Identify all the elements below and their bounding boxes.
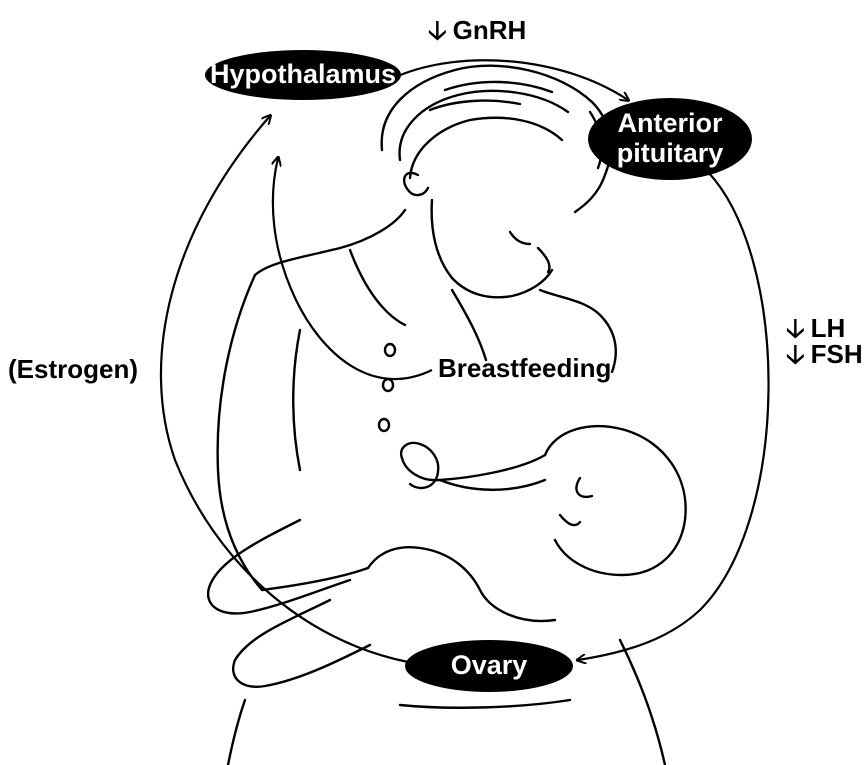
arrow-lh-fsh [578,172,769,660]
baby-head [545,426,686,575]
gnrh-label-group: 🡣GnRH [428,12,526,56]
estrogen-label: (Estrogen) [8,354,138,385]
hypothalamus-label: Hypothalamus [210,60,396,90]
down-arrow-icon: 🡣 [786,336,805,380]
arrow-estrogen [161,116,408,662]
fsh-label-group: 🡣FSH [786,336,863,380]
ovary-label: Ovary [451,651,528,681]
baby-body [402,455,545,480]
anterior-pituitary-label-line1: Anterior [617,109,722,139]
skirt-right [620,640,665,765]
baby-mouth [560,515,580,525]
blouse-button [385,344,395,356]
ovary-node: Ovary [405,640,573,692]
fsh-label: FSH [811,339,863,369]
baby-ear [576,478,592,497]
blouse-collar [452,290,486,360]
blouse-button [379,419,389,431]
nose [538,248,550,272]
mother-hand [368,547,555,621]
hair-wave [430,101,520,110]
ear [404,173,428,195]
anterior-pituitary-node: Anterior pituitary [588,98,752,180]
hair-outline [382,66,611,212]
mother-forearm [262,568,368,590]
hypothalamus-node: Hypothalamus [205,50,401,100]
breastfeeding-label: Breastfeeding [438,353,611,384]
baby-arm [440,480,545,490]
gnrh-label: GnRH [453,15,527,45]
skirt-left [228,700,245,765]
hair-wave [410,118,562,178]
lap-line [400,700,570,708]
eye [510,232,530,244]
blouse-collar [350,250,405,325]
blouse-button [383,379,393,391]
down-arrow-icon: 🡣 [428,12,447,56]
face-profile [432,200,552,297]
torso-left [293,330,300,470]
anterior-pituitary-label-line2: pituitary [617,139,724,169]
